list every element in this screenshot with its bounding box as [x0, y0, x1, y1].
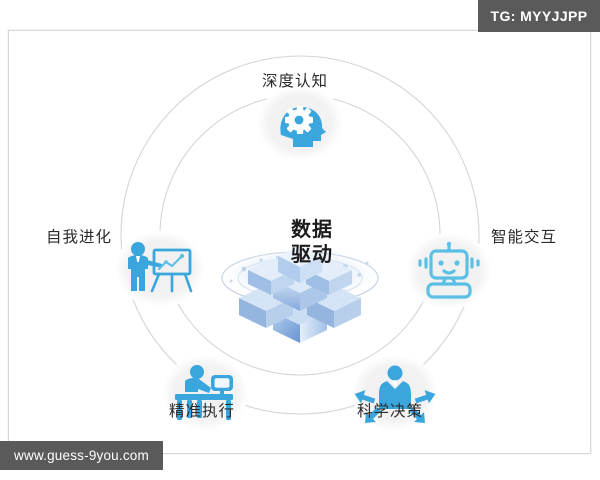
robot-icon	[418, 241, 480, 299]
outer-ring	[120, 55, 480, 415]
site-url-watermark: www.guess-9you.com	[0, 441, 163, 470]
person-arrows-icon	[354, 365, 436, 423]
center-title-line1: 数据	[291, 217, 333, 241]
diagram-canvas	[115, 55, 492, 431]
node-deep-cognition[interactable]	[257, 85, 343, 161]
tg-watermark-text: TG: MYYJJPP	[490, 8, 588, 24]
tg-watermark-badge: TG: MYYJJPP	[478, 0, 600, 32]
node-self-evolution[interactable]	[115, 231, 205, 307]
data-cube-graphic	[216, 245, 384, 343]
node-precise-execution[interactable]	[162, 355, 248, 431]
node-label-scientific-decision: 科学决策	[357, 402, 424, 420]
node-label-deep-cognition: 深度认知	[262, 72, 329, 90]
center-title-line2: 驱动	[291, 242, 333, 266]
head-gear-icon	[280, 106, 326, 147]
person-presenting-board-icon	[128, 242, 193, 293]
person-desk-computer-icon	[175, 365, 233, 420]
circular-diagram: 数据 驱动 深度认知 智能交互 科学决策 精准执行 自我进化	[9, 31, 590, 453]
node-scientific-decision[interactable]	[352, 355, 438, 431]
site-url-text: www.guess-9you.com	[14, 448, 149, 463]
center-title: 数据 驱动	[264, 217, 360, 267]
node-intelligent-interaction[interactable]	[406, 233, 492, 309]
node-label-precise-execution: 精准执行	[169, 402, 236, 420]
node-label-self-evolution: 自我进化	[46, 228, 113, 246]
infographic-card: 数据 驱动 深度认知 智能交互 科学决策 精准执行 自我进化	[8, 30, 591, 454]
node-label-intelligent-interaction: 智能交互	[491, 228, 558, 246]
